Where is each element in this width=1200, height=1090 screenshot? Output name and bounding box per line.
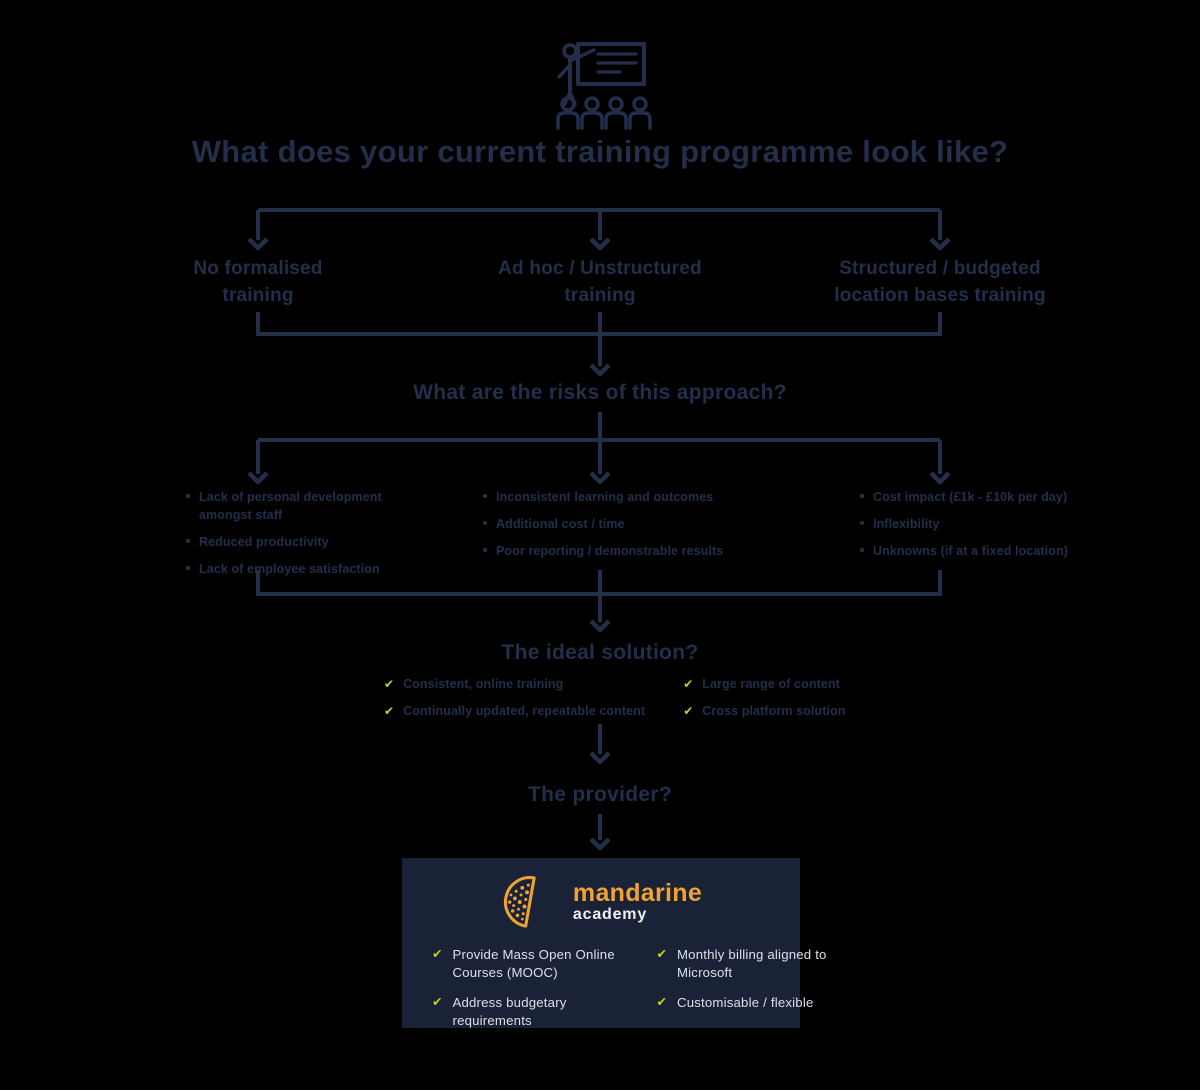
check-item: ✔ Consistent, online training xyxy=(384,676,645,694)
bullet-icon xyxy=(483,521,487,526)
bullet-icon xyxy=(186,566,190,571)
provider-heading: The provider? xyxy=(528,783,672,806)
risk-item: Lack of personal development amongst sta… xyxy=(186,488,406,524)
ideal-column-1: ✔ Consistent, online training ✔ Continua… xyxy=(384,676,645,720)
risk-text: Unknowns (if at a fixed location) xyxy=(873,544,1068,559)
provider-column-1: ✔ Provide Mass Open Online Courses (MOOC… xyxy=(432,946,630,1031)
check-text: Cross platform solution xyxy=(702,703,846,718)
check-icon: ✔ xyxy=(683,703,694,718)
risk-text: Reduced productivity xyxy=(199,535,329,550)
risk-item: Reduced productivity xyxy=(186,533,406,551)
bullet-icon xyxy=(186,494,190,498)
bullet-icon xyxy=(860,494,864,498)
risk-item: Poor reporting / demonstrable results xyxy=(483,542,783,560)
check-text: Monthly billing aligned to Microsoft xyxy=(676,947,827,981)
risk-text: Additional cost / time xyxy=(496,517,625,532)
check-text: Consistent, online training xyxy=(403,677,564,691)
mandarine-academy-logo: mandarine academy xyxy=(402,870,800,934)
bullet-icon xyxy=(483,494,487,498)
branch-structured: Structured / budgeted location bases tra… xyxy=(834,258,1046,306)
risk-text: Inconsistent learning and outcomes xyxy=(496,490,714,504)
check-text: Customisable / flexible xyxy=(676,994,814,1010)
risks-heading: What are the risks of this approach? xyxy=(413,381,787,404)
check-icon: ✔ xyxy=(432,947,443,961)
bullet-icon xyxy=(186,539,190,544)
risk-text: Lack of employee satisfaction xyxy=(199,562,380,577)
check-icon: ✔ xyxy=(432,994,443,1009)
provider-column-2: ✔ Monthly billing aligned to Microsoft ✔… xyxy=(656,946,844,1031)
risk-item: Inflexibility xyxy=(860,515,1140,533)
risk-text: Lack of personal development amongst sta… xyxy=(199,490,382,523)
mandarin-dots xyxy=(507,883,530,921)
check-item: ✔ Continually updated, repeatable conten… xyxy=(384,703,645,721)
brand-name: mandarine xyxy=(572,879,703,908)
ideal-column-2: ✔ Large range of content ✔ Cross platfor… xyxy=(683,676,845,720)
check-item: ✔ Provide Mass Open Online Courses (MOOC… xyxy=(432,946,630,983)
check-item: ✔ Customisable / flexible xyxy=(656,994,844,1012)
risk-item: Additional cost / time xyxy=(483,515,783,533)
risk-column-2: Inconsistent learning and outcomes Addit… xyxy=(483,488,783,560)
check-text: Large range of content xyxy=(702,677,840,691)
check-text: Provide Mass Open Online Courses (MOOC) xyxy=(452,947,615,981)
bullet-icon xyxy=(860,548,864,553)
check-item: ✔ Monthly billing aligned to Microsoft xyxy=(656,946,844,983)
risk-text: Inflexibility xyxy=(873,517,940,532)
risk-item: Unknowns (if at a fixed location) xyxy=(860,542,1140,560)
risk-text: Cost impact (£1k - £10k per day) xyxy=(873,490,1068,504)
check-icon: ✔ xyxy=(656,994,667,1009)
brand-text: mandarine academy xyxy=(573,880,702,924)
risk-item: Cost impact (£1k - £10k per day) xyxy=(860,488,1140,506)
page-title: What does your current training programm… xyxy=(191,134,1009,169)
provider-benefits-list: ✔ Provide Mass Open Online Courses (MOOC… xyxy=(402,946,826,1031)
check-icon: ✔ xyxy=(656,947,667,961)
check-icon: ✔ xyxy=(384,703,395,718)
check-icon: ✔ xyxy=(384,677,395,691)
risk-column-1: Lack of personal development amongst sta… xyxy=(186,488,406,579)
mandarin-slice-icon xyxy=(503,875,536,928)
check-item: ✔ Large range of content xyxy=(683,676,845,694)
branch-no-formalised: No formalised training xyxy=(193,258,323,306)
audience-shapes xyxy=(556,96,652,130)
trainer-presentation-icon xyxy=(548,38,652,130)
check-icon: ✔ xyxy=(683,677,694,691)
check-item: ✔ Address budgetary requirements xyxy=(432,994,630,1031)
branch-ad-hoc: Ad hoc / Unstructured training xyxy=(498,258,702,306)
check-text: Address budgetary requirements xyxy=(452,994,567,1029)
whiteboard-shape xyxy=(576,42,646,86)
provider-box: mandarine academy ✔ Provide Mass Open On… xyxy=(402,858,826,1031)
check-text: Continually updated, repeatable content xyxy=(403,703,646,718)
presenter-head-shape xyxy=(562,43,578,59)
risk-item: Inconsistent learning and outcomes xyxy=(483,488,783,506)
bullet-icon xyxy=(483,548,487,553)
risk-text: Poor reporting / demonstrable results xyxy=(496,544,724,559)
check-item: ✔ Cross platform solution xyxy=(683,703,845,721)
ideal-solution-heading: The ideal solution? xyxy=(501,641,699,664)
risk-item: Lack of employee satisfaction xyxy=(186,560,406,578)
bullet-icon xyxy=(860,521,864,526)
ideal-solution-list: ✔ Consistent, online training ✔ Continua… xyxy=(384,676,846,720)
brand-subtitle: academy xyxy=(572,906,648,924)
risk-column-3: Cost impact (£1k - £10k per day) Inflexi… xyxy=(860,488,1140,560)
